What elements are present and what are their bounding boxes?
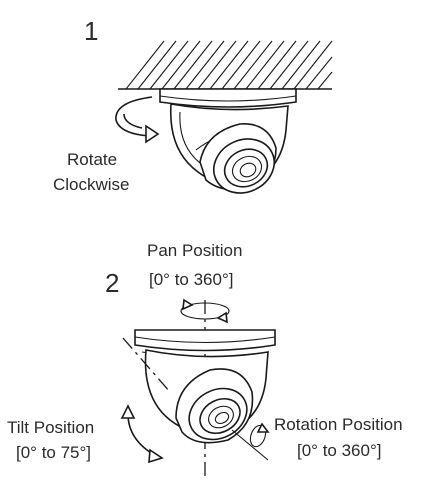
pan-rotate-arrow-icon bbox=[180, 298, 230, 324]
dome-camera-icon bbox=[134, 329, 276, 444]
rotation-axis-line bbox=[231, 429, 269, 461]
step-1-label-line2: Clockwise bbox=[53, 175, 130, 194]
pan-position-label: Pan Position bbox=[147, 241, 242, 260]
tilt-position-range: [0° to 75°] bbox=[16, 443, 91, 462]
rotation-arrow-icon bbox=[249, 422, 270, 448]
step-1-label-line1: Rotate bbox=[67, 150, 117, 169]
dome-camera-icon bbox=[159, 88, 297, 194]
rotation-position-label: Rotation Position bbox=[274, 415, 403, 434]
tilt-arc-arrow-icon bbox=[120, 404, 164, 464]
step-2-number: 2 bbox=[105, 268, 119, 298]
tilt-axis-line bbox=[122, 337, 171, 393]
tilt-position-label: Tilt Position bbox=[7, 418, 94, 437]
pan-position-range: [0° to 360°] bbox=[149, 270, 234, 289]
ceiling-hatch-icon bbox=[118, 40, 333, 90]
rotation-position-range: [0° to 360°] bbox=[297, 441, 382, 460]
clockwise-arrow-icon bbox=[115, 96, 160, 144]
step-1-number: 1 bbox=[84, 16, 98, 46]
